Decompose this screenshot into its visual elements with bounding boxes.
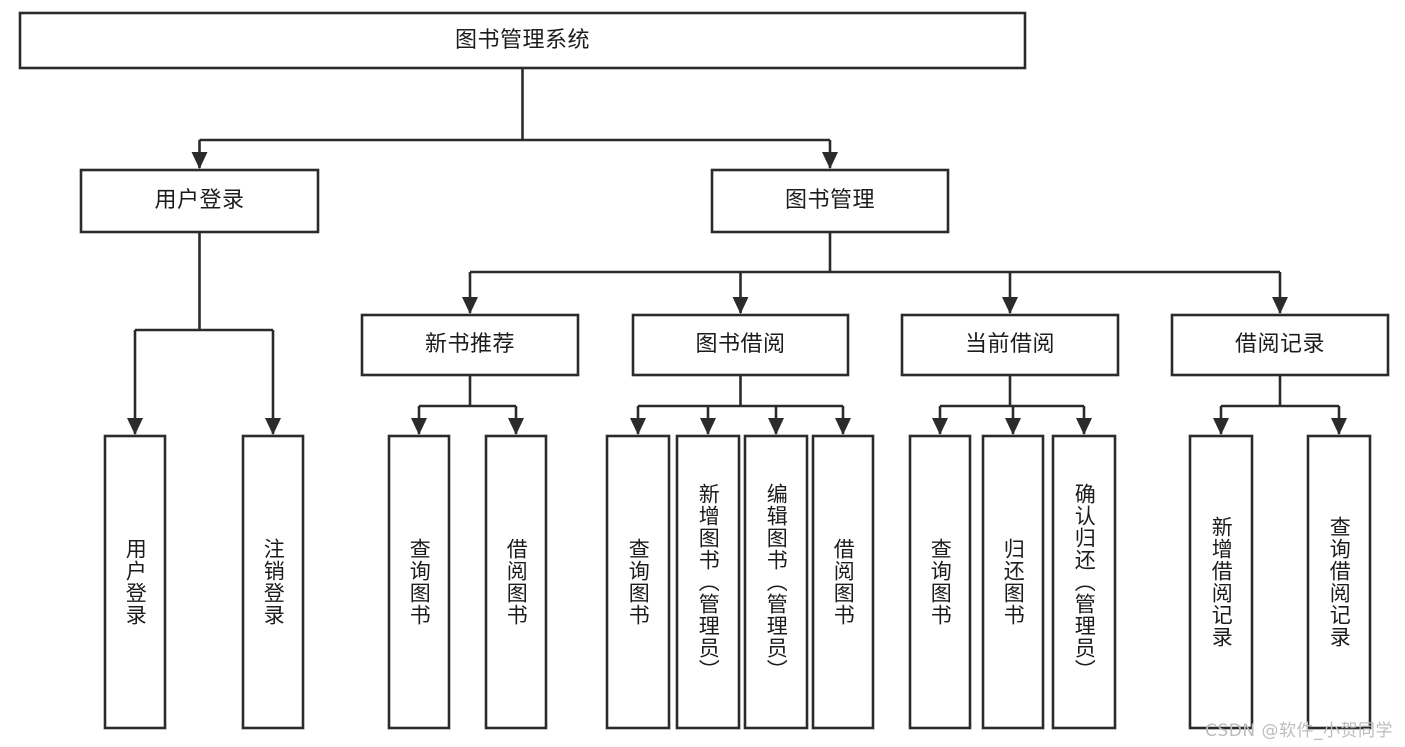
node-leaf-box-2[interactable] [387, 434, 451, 730]
node-level3-label-0: 新书推荐 [424, 332, 515, 358]
node-level3-label-1: 图书借阅 [695, 332, 786, 358]
arrow-level3-3-to-leaf-1 [1331, 418, 1347, 435]
node-leaf-box-11[interactable] [1188, 434, 1254, 730]
node-leaf-box-12[interactable] [1306, 434, 1372, 730]
node-root-label: 图书管理系统 [454, 27, 590, 53]
arrow-level3-1-to-leaf-3 [835, 418, 851, 435]
arrow-level3-1-to-leaf-2 [768, 418, 784, 435]
node-level3-label-3: 借阅记录 [1234, 332, 1325, 358]
node-leaf-box-7[interactable] [811, 434, 875, 730]
node-leaf-label-8: 查询图书 [928, 538, 953, 626]
node-level2-box-0[interactable] [79, 168, 320, 234]
node-leaf-box-0[interactable] [103, 434, 167, 730]
arrow-books-to-level3-1 [732, 297, 749, 314]
node-level3-label-2: 当前借阅 [964, 332, 1055, 358]
arrow-level3-1-to-leaf-0 [630, 418, 646, 435]
node-leaf-box-10[interactable] [1051, 434, 1117, 730]
node-leaf-label-11: 新增借阅记录 [1209, 516, 1234, 648]
node-leaf-label-0: 用户登录 [123, 538, 148, 626]
node-level2-box-1[interactable] [710, 168, 950, 234]
node-level2-label-0: 用户登录 [154, 188, 245, 214]
node-leaf-box-6[interactable] [743, 434, 809, 730]
node-leaf-box-4[interactable] [605, 434, 671, 730]
arrow-level3-3-to-leaf-0 [1213, 418, 1229, 435]
node-level3-box-0[interactable] [360, 313, 580, 377]
node-leaf-box-3[interactable] [484, 434, 548, 730]
node-leaf-box-5[interactable] [675, 434, 741, 730]
node-leaf-label-2: 查询图书 [407, 538, 432, 626]
node-root-box[interactable] [18, 11, 1027, 70]
node-level3-box-3[interactable] [1170, 313, 1390, 377]
arrow-books-to-level3-0 [462, 297, 478, 314]
node-leaf-label-6: 编辑图书（管理员） [764, 483, 789, 681]
arrow-level3-2-to-leaf-1 [1005, 418, 1021, 435]
node-leaf-box-1[interactable] [241, 434, 305, 730]
node-leaf-label-7: 借阅图书 [831, 538, 856, 626]
arrow-level3-0-to-leaf-0 [411, 418, 427, 435]
node-leaf-label-3: 借阅图书 [504, 538, 529, 626]
arrow-root-to-level2-0 [191, 152, 208, 169]
arrow-books-to-level3-2 [1002, 297, 1018, 314]
arrow-login-to-leaf-1 [265, 418, 281, 435]
arrow-books-to-level3-3 [1272, 297, 1288, 314]
node-leaf-box-9[interactable] [981, 434, 1045, 730]
node-level3-box-1[interactable] [631, 313, 850, 377]
arrow-level3-1-to-leaf-1 [700, 418, 716, 435]
node-leaf-label-4: 查询图书 [626, 538, 651, 626]
node-leaf-label-1: 注销登录 [261, 538, 286, 626]
node-leaf-label-12: 查询借阅记录 [1327, 516, 1352, 648]
node-level3-box-2[interactable] [900, 313, 1120, 377]
arrow-level3-2-to-leaf-2 [1076, 418, 1092, 435]
node-leaf-label-10: 确认归还（管理员） [1072, 483, 1097, 681]
arrow-login-to-leaf-0 [127, 418, 143, 435]
arrow-level3-2-to-leaf-0 [932, 418, 948, 435]
arrow-root-to-level2-1 [822, 152, 838, 169]
node-leaf-label-9: 归还图书 [1001, 538, 1026, 626]
node-leaf-label-5: 新增图书（管理员） [696, 483, 721, 681]
arrow-level3-0-to-leaf-1 [508, 418, 524, 435]
node-level2-label-1: 图书管理 [784, 188, 875, 214]
watermark: CSDN @软件_小贺同学 [1205, 721, 1393, 741]
node-leaf-box-8[interactable] [908, 434, 972, 730]
